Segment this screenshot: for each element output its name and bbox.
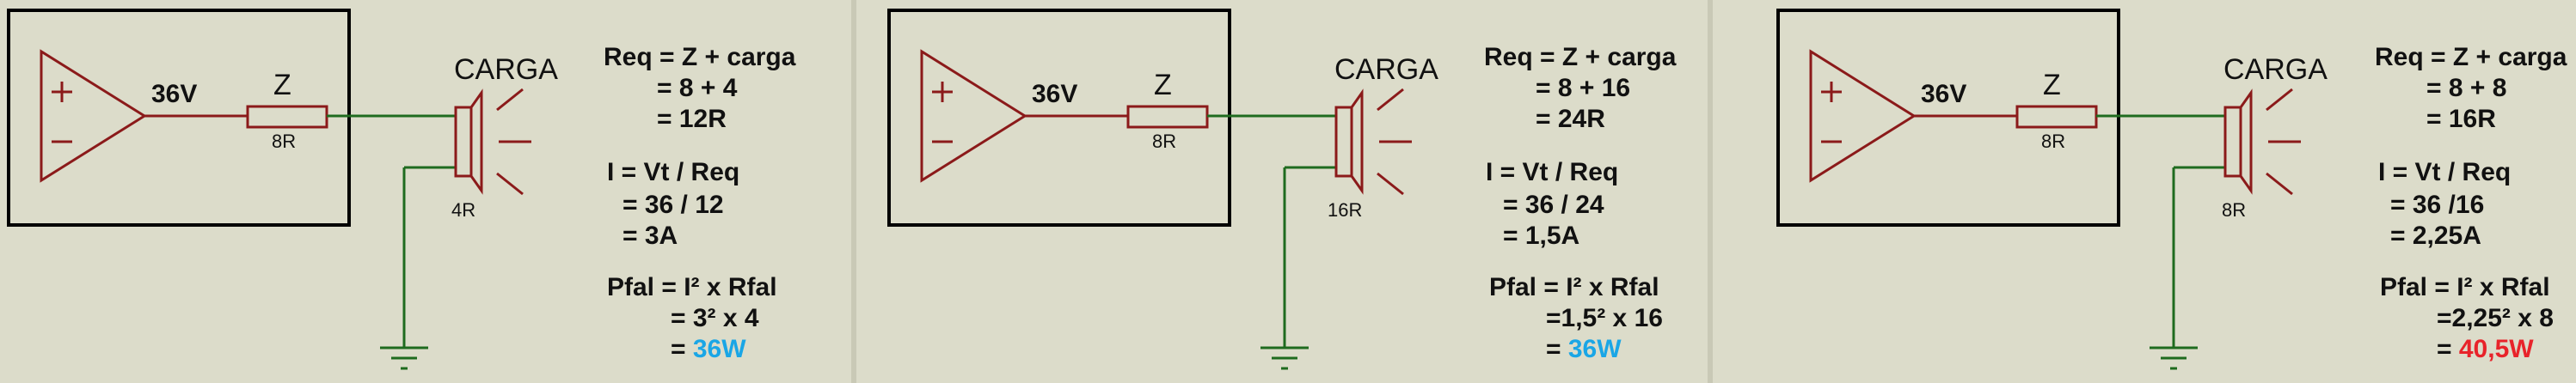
- req-result: = 16R: [2426, 105, 2496, 133]
- current-result: = 3A: [623, 222, 678, 250]
- power-result: 36W: [1567, 335, 1622, 363]
- opamp-symbol: [40, 49, 147, 183]
- power-equals: =: [2437, 335, 2452, 363]
- power-calc: =2,25² x 8: [2437, 304, 2554, 332]
- resistor-z: [1126, 105, 1209, 129]
- load-value-label: 8R: [2222, 199, 2247, 221]
- power-formula: Pfal = I² x Rfal: [607, 273, 777, 301]
- panel-divider-2: [1708, 0, 1713, 383]
- circuit-panel-3: 36V Z 8R CARGA 8R Req = Z + carga = 8 + …: [1713, 0, 2576, 383]
- req-sum: = 8 + 4: [657, 74, 738, 102]
- req-sum: = 8 + 8: [2426, 74, 2507, 102]
- load-value-label: 4R: [451, 199, 476, 221]
- req-formula: Req = Z + carga: [1484, 43, 1677, 71]
- amp-voltage-label: 36V: [1921, 80, 1967, 108]
- resistor-value-label: 8R: [2041, 131, 2066, 152]
- amplifier-box: [887, 9, 1231, 227]
- current-formula: I = Vt / Req: [2378, 158, 2512, 186]
- resistor-name-label: Z: [1154, 69, 1172, 101]
- resistor-value-label: 8R: [1152, 131, 1177, 152]
- amplifier-box: [1776, 9, 2120, 227]
- circuit-schematic: [887, 9, 1412, 370]
- load-name-label: CARGA: [1334, 53, 1438, 86]
- req-formula: Req = Z + carga: [2375, 43, 2567, 71]
- amp-voltage-label: 36V: [1032, 80, 1078, 108]
- circuit-panel-1: 36V Z 8R CARGA 4R Req = Z + carga = 8 + …: [0, 0, 851, 383]
- amplifier-box: [7, 9, 351, 227]
- sound-wave-3: [2266, 172, 2293, 196]
- current-formula: I = Vt / Req: [607, 158, 740, 186]
- load-value-label: 16R: [1328, 199, 1363, 221]
- power-formula: Pfal = I² x Rfal: [2380, 273, 2550, 301]
- resistor-name-label: Z: [2043, 69, 2061, 101]
- current-formula: I = Vt / Req: [1486, 158, 1619, 186]
- current-division: = 36 / 12: [623, 191, 724, 219]
- speaker-body: [2223, 106, 2242, 178]
- current-result: = 2,25A: [2390, 222, 2481, 250]
- current-division: = 36 / 24: [1503, 191, 1604, 219]
- load-name-label: CARGA: [454, 53, 558, 86]
- power-calc: = 3² x 4: [671, 304, 759, 332]
- speaker-body: [454, 106, 473, 178]
- power-equals: =: [1546, 335, 1561, 363]
- power-result-line: = 40,5W: [2437, 335, 2534, 364]
- power-formula: Pfal = I² x Rfal: [1489, 273, 1659, 301]
- speaker-cone: [2239, 88, 2253, 195]
- req-formula: Req = Z + carga: [604, 43, 796, 71]
- panel-divider-1: [851, 0, 856, 383]
- current-result: = 1,5A: [1503, 222, 1580, 250]
- circuit-panel-2: 36V Z 8R CARGA 16R Req = Z + carga = 8 +…: [856, 0, 1708, 383]
- req-result: = 12R: [657, 105, 727, 133]
- power-result: 40,5W: [2458, 335, 2534, 363]
- speaker-cone: [1350, 88, 1364, 195]
- power-result-line: = 36W: [671, 335, 746, 364]
- current-division: = 36 /16: [2390, 191, 2485, 219]
- sound-wave-1: [2266, 88, 2293, 112]
- resistor-z: [246, 105, 328, 129]
- speaker-body: [1334, 106, 1353, 178]
- req-result: = 24R: [1536, 105, 1605, 133]
- amp-voltage-label: 36V: [151, 80, 198, 108]
- sound-wave-1: [496, 88, 524, 112]
- resistor-z: [2015, 105, 2098, 129]
- load-name-label: CARGA: [2223, 53, 2328, 86]
- power-result-line: = 36W: [1546, 335, 1622, 364]
- resistor-name-label: Z: [273, 69, 291, 101]
- opamp-symbol: [1809, 49, 1917, 183]
- speaker-cone: [469, 88, 483, 195]
- sound-wave-1: [1377, 88, 1404, 112]
- power-result: 36W: [692, 335, 746, 363]
- opamp-symbol: [920, 49, 1027, 183]
- power-equals: =: [671, 335, 686, 363]
- circuit-schematic: [7, 9, 531, 370]
- power-calc: =1,5² x 16: [1546, 304, 1663, 332]
- req-sum: = 8 + 16: [1536, 74, 1631, 102]
- circuit-schematic: [1776, 9, 2301, 370]
- sound-wave-3: [496, 172, 524, 196]
- sound-wave-3: [1377, 172, 1404, 196]
- resistor-value-label: 8R: [272, 131, 297, 152]
